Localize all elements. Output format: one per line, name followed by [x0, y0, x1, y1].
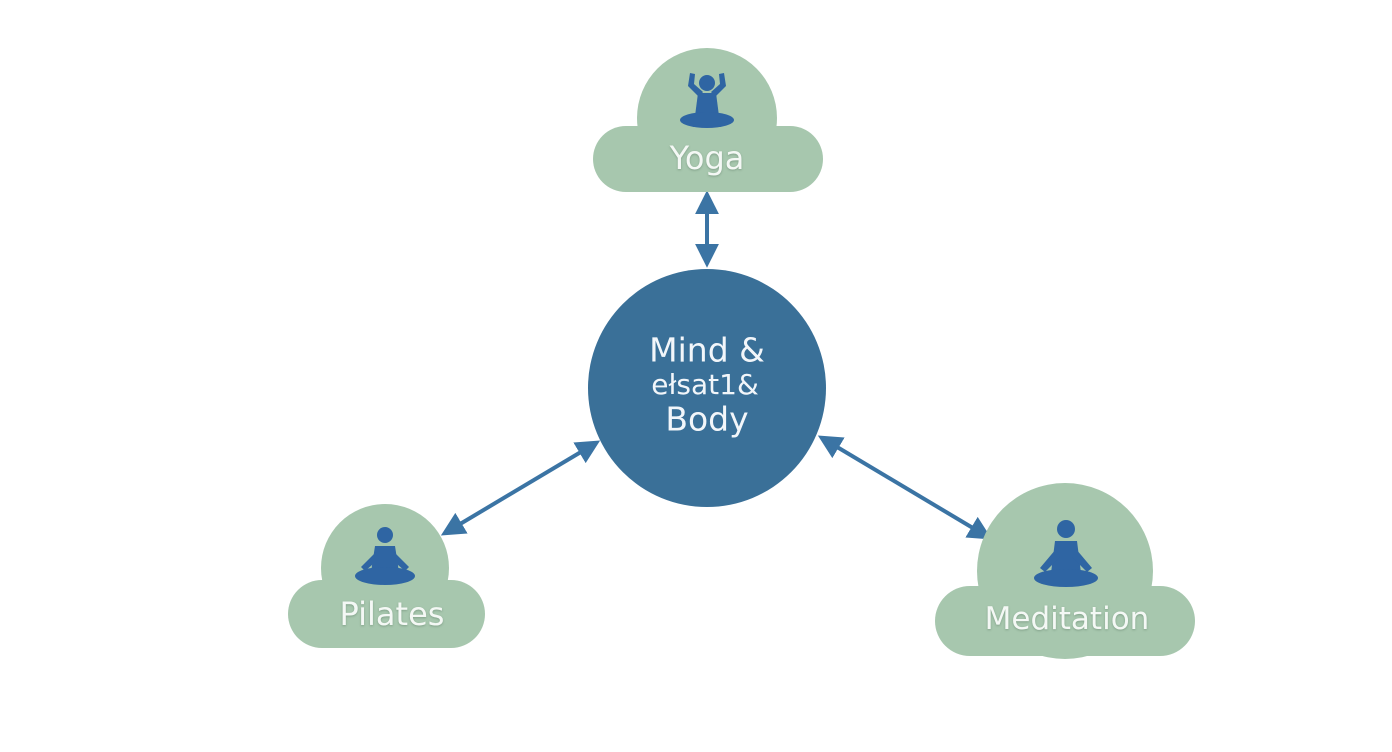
- hub-title-line-2: ełsat1&: [651, 368, 759, 401]
- hub-circle: [588, 269, 826, 507]
- arrow-hub-meditation: [817, 435, 993, 540]
- hub-title-line-3: Body: [665, 399, 749, 439]
- node-label-pilates: Pilates: [339, 595, 445, 633]
- arrow-hub-pilates: [440, 440, 601, 536]
- node-label-yoga: Yoga: [669, 139, 745, 177]
- seated-meditation-icon: [355, 527, 415, 585]
- seated-meditation-icon: [1034, 520, 1098, 587]
- hub-title-line-1: Mind &: [649, 330, 765, 370]
- node-label-meditation: Meditation: [984, 601, 1150, 637]
- yoga-arms-up-icon: [680, 73, 734, 128]
